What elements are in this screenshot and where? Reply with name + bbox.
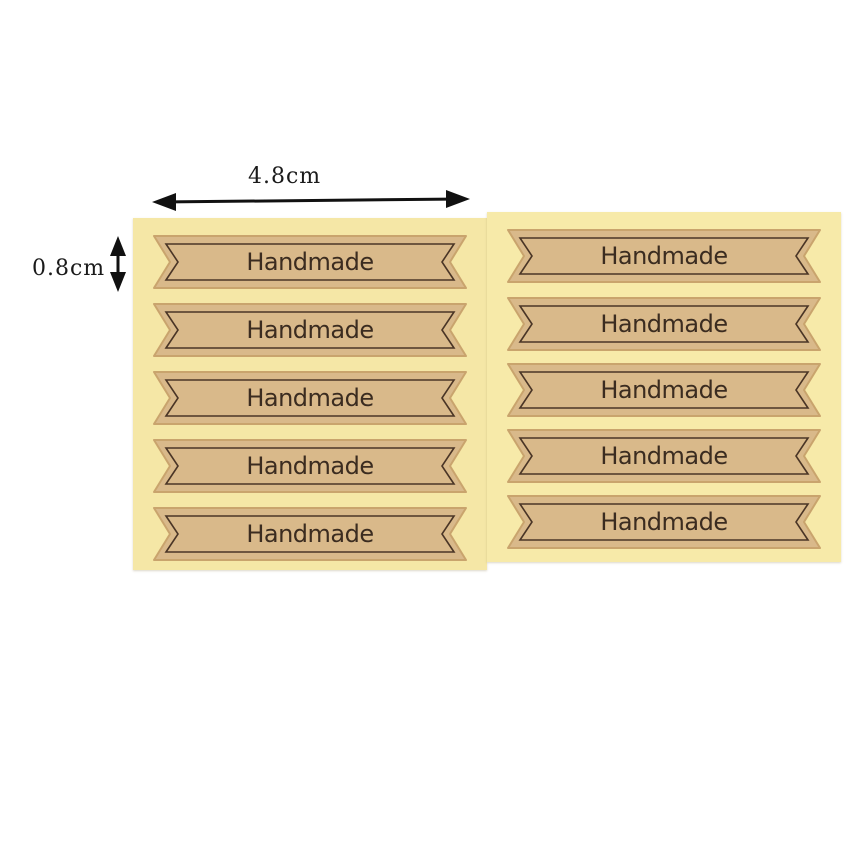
height-arrow xyxy=(110,236,126,292)
sticker-label: Handmade xyxy=(150,300,470,360)
sticker-text: Handmade xyxy=(600,508,728,536)
sticker-sheet-right: Handmade Handmade Handmade Handmade Hand… xyxy=(487,212,841,562)
sticker-label: Handmade xyxy=(150,436,470,496)
width-arrow xyxy=(152,190,470,211)
sticker-text: Handmade xyxy=(600,242,728,270)
sticker-label: Handmade xyxy=(504,426,824,486)
sticker-text: Handmade xyxy=(246,520,374,548)
sticker-text: Handmade xyxy=(600,442,728,470)
sticker-sheet-left: Handmade Handmade Handmade Handmade Hand… xyxy=(133,218,487,570)
sticker-text: Handmade xyxy=(246,316,374,344)
sticker-label: Handmade xyxy=(150,232,470,292)
sticker-text: Handmade xyxy=(600,310,728,338)
sticker-label: Handmade xyxy=(504,294,824,354)
sticker-label: Handmade xyxy=(504,492,824,552)
sticker-label: Handmade xyxy=(504,360,824,420)
sticker-label: Handmade xyxy=(150,504,470,564)
sticker-text: Handmade xyxy=(246,248,374,276)
sticker-text: Handmade xyxy=(246,384,374,412)
sticker-text: Handmade xyxy=(246,452,374,480)
height-dimension-label: 0.8cm xyxy=(32,256,106,281)
width-dimension-label: 4.8cm xyxy=(248,164,322,189)
sticker-text: Handmade xyxy=(600,376,728,404)
sticker-label: Handmade xyxy=(504,226,824,286)
sticker-label: Handmade xyxy=(150,368,470,428)
